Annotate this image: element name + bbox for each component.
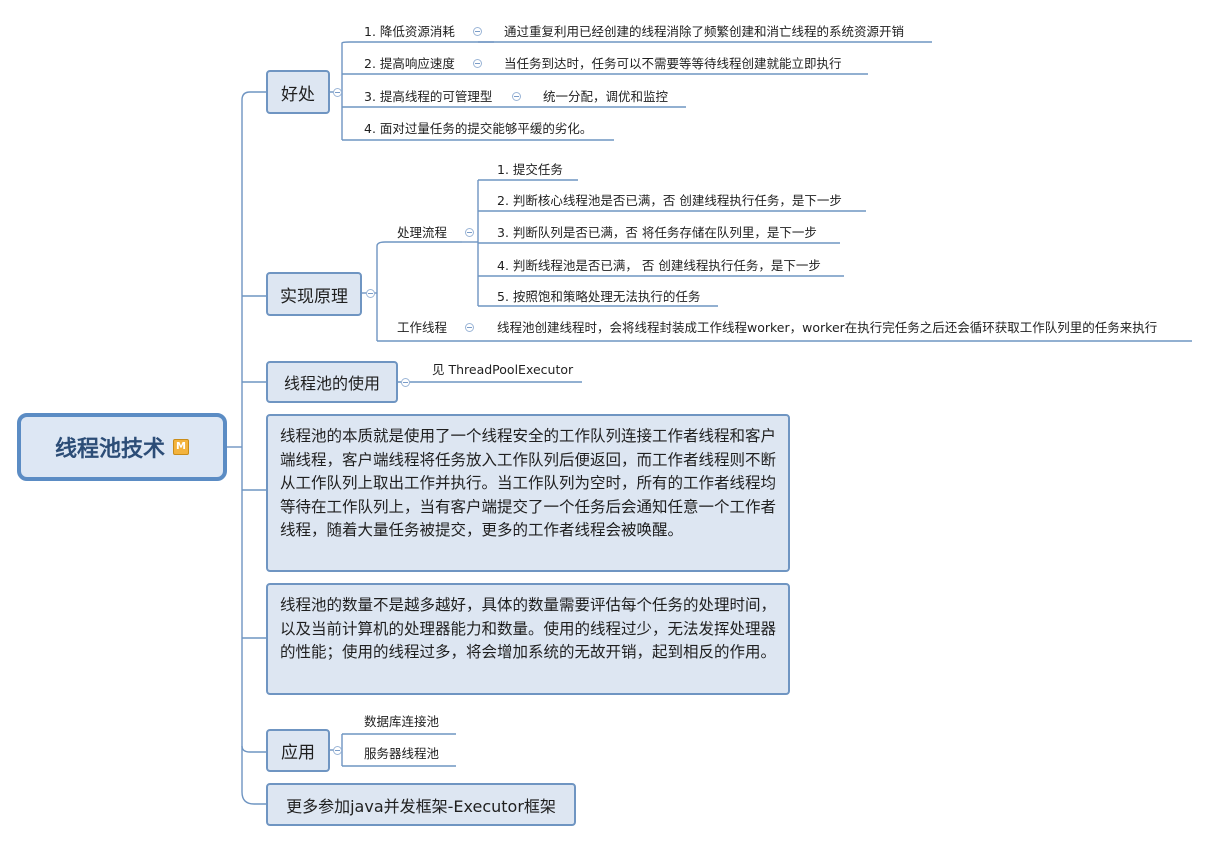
benefit-2-title[interactable]: 2. 提高响应速度 [364, 56, 455, 71]
topic-more[interactable]: 更多参加java并发框架-Executor框架 [266, 783, 576, 826]
worker-detail[interactable]: 线程池创建线程时，会将线程封装成工作线程worker，worker在执行完任务之… [497, 320, 1158, 335]
benefit-1-title[interactable]: 1. 降低资源消耗 [364, 24, 455, 39]
benefit-1-detail[interactable]: 通过重复利用已经创建的线程消除了频繁创建和消亡线程的系统资源开销 [504, 24, 905, 39]
topic-benefits[interactable]: 好处 [266, 70, 330, 114]
root-topic[interactable]: 线程池技术 M [17, 413, 227, 481]
application-item-1[interactable]: 数据库连接池 [364, 714, 440, 729]
topic-usage[interactable]: 线程池的使用 [266, 361, 398, 403]
benefit-3-title[interactable]: 3. 提高线程的可管理型 [364, 89, 493, 104]
topic-principle[interactable]: 实现原理 [266, 272, 362, 316]
benefit-4-title[interactable]: 4. 面对过量任务的提交能够平缓的劣化。 [364, 121, 593, 136]
flow-step-2[interactable]: 2. 判断核心线程池是否已满，否 创建线程执行任务，是下一步 [497, 193, 842, 208]
collapse-principle-icon[interactable] [366, 289, 375, 298]
collapse-benefits-icon[interactable] [333, 88, 342, 97]
topic-essence[interactable]: 线程池的本质就是使用了一个线程安全的工作队列连接工作者线程和客户端线程，客户端线… [266, 414, 790, 572]
collapse-benefit-2-icon[interactable] [473, 59, 482, 68]
flow-step-1[interactable]: 1. 提交任务 [497, 162, 563, 177]
benefit-2-detail[interactable]: 当任务到达时，任务可以不需要等等待线程创建就能立即执行 [504, 56, 842, 71]
topic-application[interactable]: 应用 [266, 729, 330, 772]
topic-quantity[interactable]: 线程池的数量不是越多越好，具体的数量需要评估每个任务的处理时间，以及当前计算机的… [266, 583, 790, 695]
subtopic-flow[interactable]: 处理流程 [397, 225, 448, 240]
usage-detail[interactable]: 见 ThreadPoolExecutor [432, 362, 574, 377]
root-title: 线程池技术 [54, 437, 165, 462]
marker-icon: M [173, 439, 189, 455]
flow-step-5[interactable]: 5. 按照饱和策略处理无法执行的任务 [497, 289, 701, 304]
flow-step-4[interactable]: 4. 判断线程池是否已满， 否 创建线程执行任务，是下一步 [497, 258, 821, 273]
collapse-benefit-1-icon[interactable] [473, 27, 482, 36]
application-item-2[interactable]: 服务器线程池 [364, 746, 440, 761]
flow-step-3[interactable]: 3. 判断队列是否已满，否 将任务存储在队列里，是下一步 [497, 225, 817, 240]
collapse-worker-icon[interactable] [465, 323, 474, 332]
collapse-benefit-3-icon[interactable] [512, 92, 521, 101]
collapse-usage-icon[interactable] [401, 378, 410, 387]
subtopic-worker[interactable]: 工作线程 [397, 320, 448, 335]
benefit-3-detail[interactable]: 统一分配，调优和监控 [543, 89, 669, 104]
collapse-flow-icon[interactable] [465, 228, 474, 237]
collapse-application-icon[interactable] [333, 746, 342, 755]
